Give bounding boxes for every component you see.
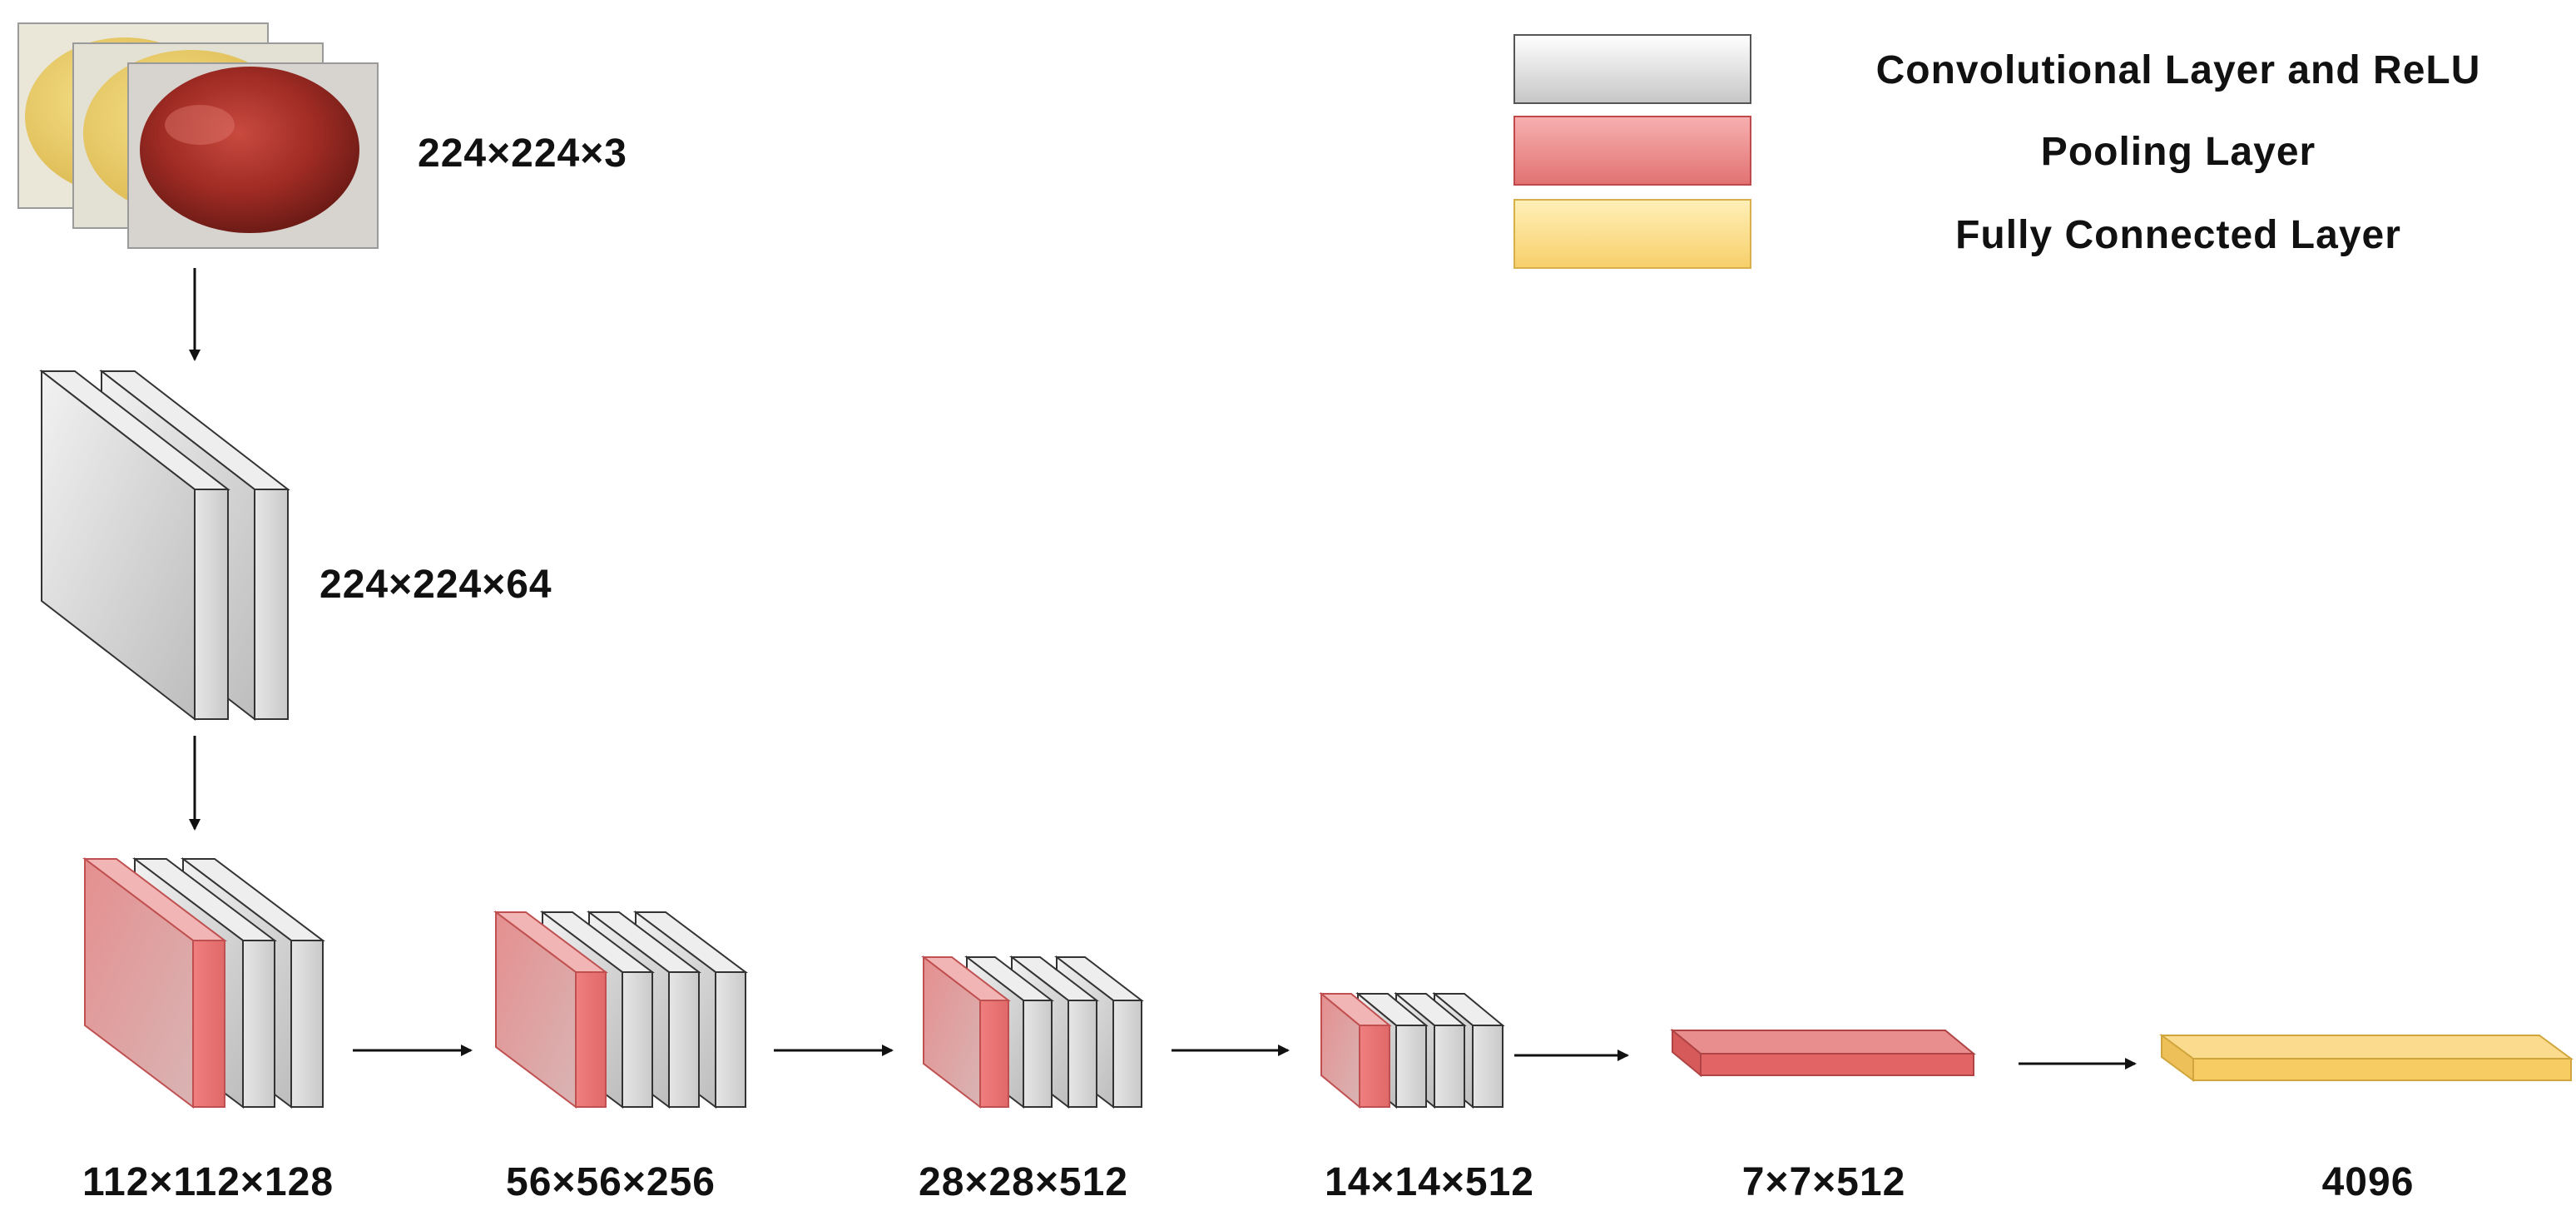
block4 [1319, 991, 1505, 1109]
block1-pool-side [192, 940, 225, 1108]
conv1-plate-2-side [254, 489, 289, 720]
fc-left [2161, 1034, 2194, 1082]
block2-conv-1-side [622, 971, 653, 1108]
block4-pool-side [1359, 1025, 1390, 1108]
label-conv1: 224×224×64 [320, 563, 552, 607]
label-block1: 112×112×128 [82, 1160, 334, 1204]
block2-pool-side [575, 971, 607, 1108]
pool5-slab [1670, 1028, 1976, 1078]
fc-top [2158, 1035, 2574, 1060]
label-block3: 28×28×512 [919, 1160, 1128, 1204]
label-pool5: 7×7×512 [1742, 1160, 1906, 1204]
pool5-left [1672, 1028, 1702, 1078]
label-block2: 56×56×256 [506, 1160, 716, 1204]
block4-conv-2-side [1434, 1025, 1465, 1108]
label-block4: 14×14×512 [1325, 1160, 1534, 1204]
block3 [921, 955, 1144, 1109]
label-fc: 4096 [2322, 1160, 2415, 1204]
label-input: 224×224×3 [418, 132, 627, 176]
apple-image [140, 67, 359, 233]
block3-conv-2-side [1068, 1000, 1097, 1108]
block2 [493, 911, 748, 1109]
block3-pool-side [979, 1000, 1009, 1108]
block2-conv-2-side [668, 971, 700, 1108]
block2-conv-3-side [715, 971, 746, 1108]
block4-conv-3-side [1472, 1025, 1503, 1108]
fc-slab [2158, 1034, 2574, 1082]
legend-label-fc: Fully Connected Layer [1955, 213, 2401, 257]
block3-conv-3-side [1112, 1000, 1142, 1108]
legend-label-conv: Convolutional Layer and ReLU [1876, 48, 2481, 92]
block4-conv-1-side [1395, 1025, 1427, 1108]
pool5-front [1700, 1053, 1974, 1076]
legend-swatch-fc [1513, 199, 1751, 269]
pool5-top [1670, 1030, 1976, 1055]
apple-highlight [165, 105, 235, 145]
input-image-stack [17, 22, 379, 249]
block1-conv-1-side [242, 940, 275, 1108]
legend-swatch-pool [1513, 116, 1751, 186]
fc-front [2192, 1058, 2572, 1081]
legend: Convolutional Layer and ReLU Pooling Lay… [1513, 34, 2481, 269]
block3-conv-1-side [1023, 1000, 1053, 1108]
block1-conv-2-side [290, 940, 324, 1108]
conv1-block [39, 369, 290, 722]
block1 [82, 856, 325, 1109]
legend-label-pool: Pooling Layer [2041, 130, 2316, 174]
conv1-plate-1-side [194, 489, 229, 720]
legend-swatch-conv [1513, 34, 1751, 104]
